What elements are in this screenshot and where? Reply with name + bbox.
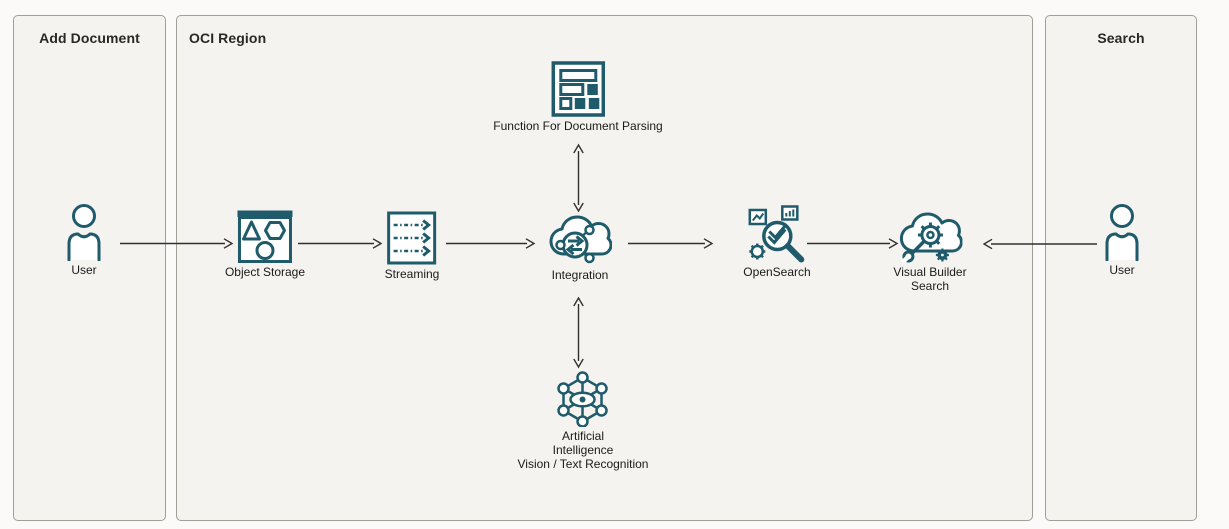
node-ai: Artificial Intelligence Vision / Text Re…: [518, 371, 649, 471]
node-label: Artificial Intelligence Vision / Text Re…: [518, 429, 649, 471]
panel-search: Search: [1045, 15, 1197, 521]
node-label-line: Vision / Text Recognition: [517, 457, 649, 471]
node-label: User: [1109, 263, 1135, 277]
visual-builder-icon: [898, 209, 963, 265]
node-label-line: Search: [910, 279, 950, 293]
node-label: Function For Document Parsing: [493, 119, 663, 133]
node-streaming: Streaming: [384, 211, 440, 281]
arrow-user-to-visual-builder: [982, 238, 1097, 250]
arrow-opensearch-to-visual-builder: [807, 238, 899, 249]
integration-icon: [548, 212, 613, 266]
user-icon: [1100, 203, 1144, 262]
node-function-parsing: Function For Document Parsing: [493, 61, 663, 133]
arrow-user-to-object-storage: [120, 238, 234, 249]
streaming-icon: [387, 211, 437, 265]
node-label: Integration: [551, 268, 609, 282]
node-user-right: User: [1100, 203, 1144, 277]
node-label: Visual Builder Search: [893, 265, 966, 293]
node-opensearch: OpenSearch: [743, 205, 811, 279]
node-integration: Integration: [548, 212, 613, 282]
arrow-integration-ai-bidirectional: [573, 296, 584, 369]
node-label: User: [71, 263, 97, 277]
node-label: Object Storage: [224, 265, 306, 279]
node-label-line: Intelligence: [552, 443, 614, 457]
opensearch-icon: [748, 205, 806, 263]
arrow-integration-to-opensearch: [628, 238, 714, 249]
node-label: Streaming: [384, 267, 440, 281]
panel-oci-region-title: OCI Region: [189, 30, 267, 46]
user-icon: [62, 203, 106, 262]
node-label: OpenSearch: [743, 265, 811, 279]
node-user-left: User: [62, 203, 106, 277]
panel-add-document-title: Add Document: [39, 30, 140, 46]
node-label-line: Artificial: [561, 429, 604, 443]
node-label-line: Visual Builder: [893, 265, 967, 279]
function-icon: [551, 61, 605, 117]
arrow-integration-function-bidirectional: [573, 143, 584, 213]
node-visual-builder: Visual Builder Search: [893, 209, 967, 293]
panel-search-title: Search: [1097, 30, 1145, 46]
panel-add-document: Add Document: [13, 15, 166, 521]
object-storage-icon: [237, 209, 293, 263]
arrow-object-storage-to-streaming: [298, 238, 383, 249]
node-object-storage: Object Storage: [225, 209, 305, 279]
arrow-streaming-to-integration: [446, 238, 536, 249]
ai-icon: [553, 371, 613, 428]
